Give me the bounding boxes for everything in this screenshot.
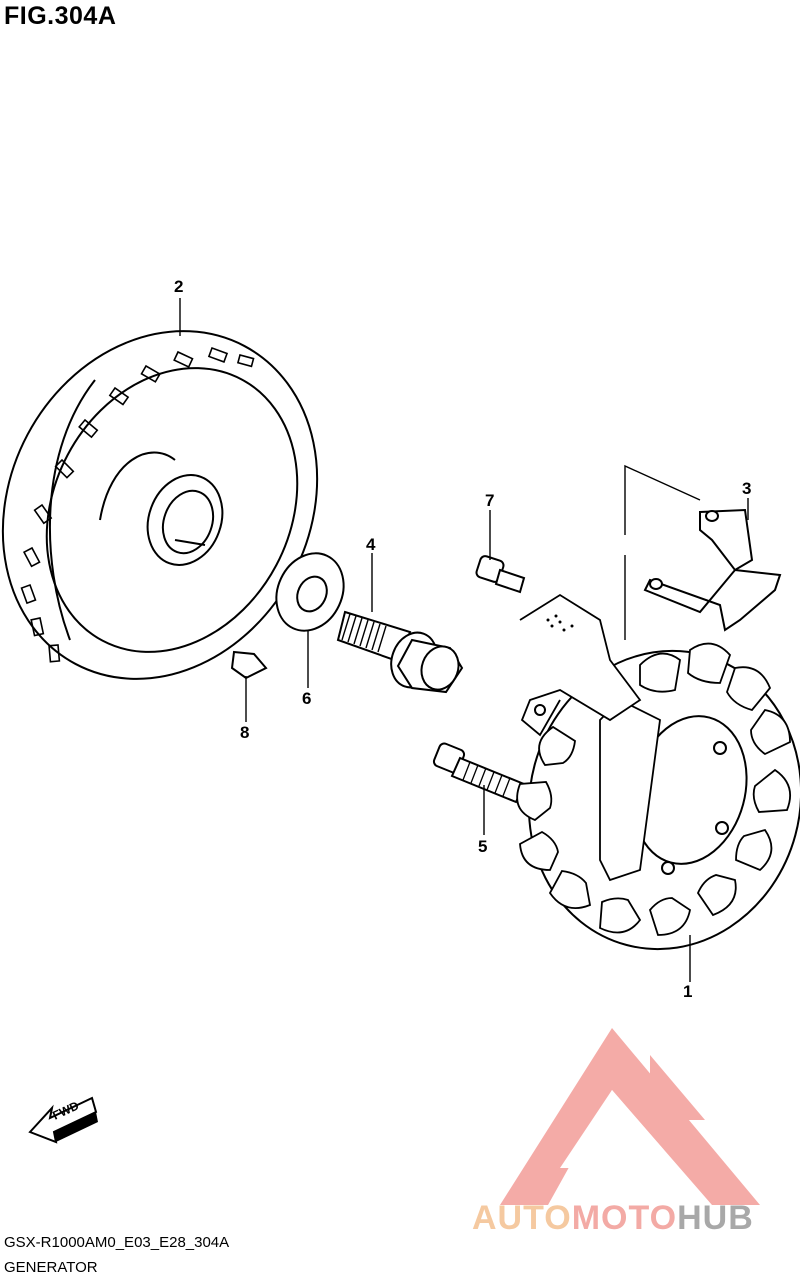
callout-4: 4 xyxy=(366,535,376,554)
rotor-part xyxy=(1,330,319,680)
rotor-bolt-part xyxy=(336,610,464,694)
watermark-logo-icon xyxy=(500,1028,760,1205)
callout-6: 6 xyxy=(302,689,311,708)
small-screw-part xyxy=(475,555,526,594)
figure-code: GSX-R1000AM0_E03_E28_304A xyxy=(4,1234,230,1251)
watermark-moto: MOTO xyxy=(571,1199,678,1237)
callout-5: 5 xyxy=(478,837,487,856)
watermark-text: AUTOMOTOHUB xyxy=(472,1199,754,1238)
watermark-hub: HUB xyxy=(677,1199,754,1237)
fwd-arrow-icon: FWD xyxy=(28,1096,98,1144)
washer-part xyxy=(275,552,345,632)
callout-7: 7 xyxy=(485,491,494,510)
key-part xyxy=(230,650,268,680)
leader-lines xyxy=(179,298,749,982)
stator-bolt-part xyxy=(432,742,526,804)
clamp-bracket-part xyxy=(643,508,782,632)
callout-2: 2 xyxy=(174,277,183,296)
stator-part xyxy=(516,593,800,951)
callout-8: 8 xyxy=(240,723,249,742)
callout-3: 3 xyxy=(742,479,751,498)
figure-title: FIG.304A xyxy=(4,2,117,30)
callout-1: 1 xyxy=(683,982,692,1001)
watermark-auto: AUTO xyxy=(472,1199,572,1237)
figure-name: GENERATOR xyxy=(4,1259,98,1276)
